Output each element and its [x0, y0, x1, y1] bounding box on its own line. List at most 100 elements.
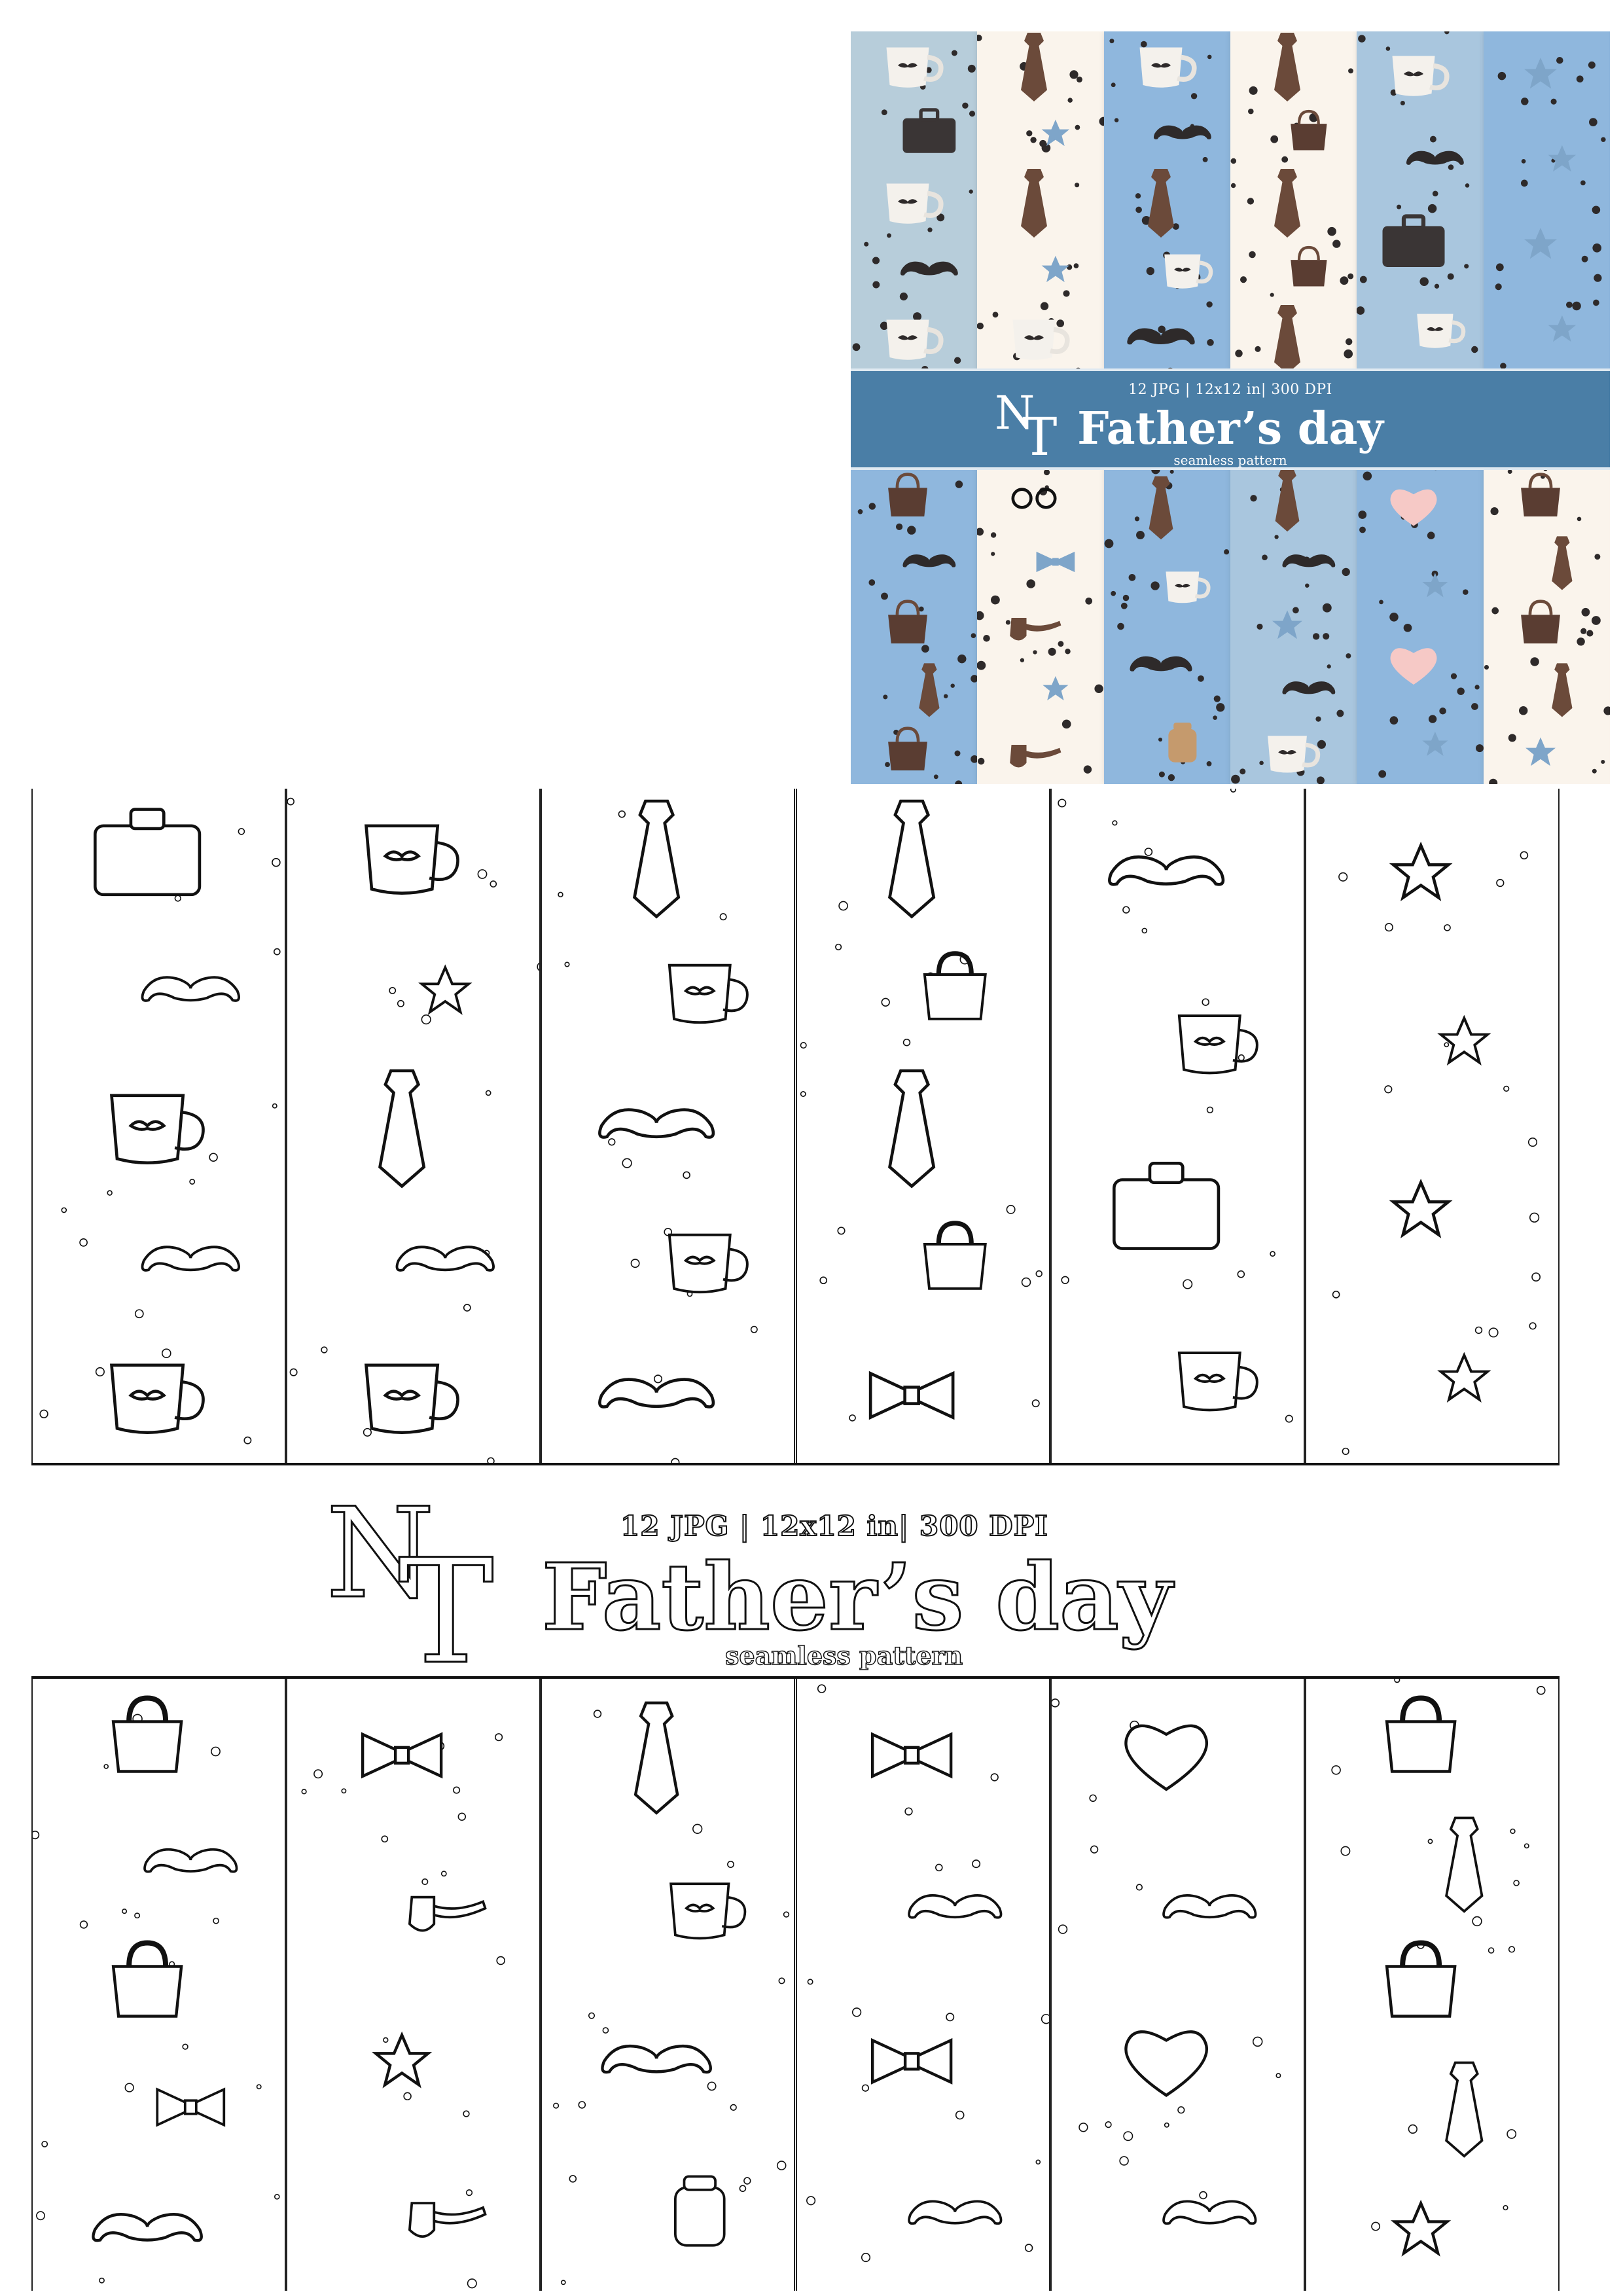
confetti-dot — [1586, 630, 1594, 637]
confetti-dot — [1471, 346, 1478, 353]
confetti-dot — [1237, 1270, 1245, 1278]
mustache-icon — [902, 554, 956, 567]
confetti-dot — [1122, 594, 1129, 601]
confetti-dot — [848, 1414, 856, 1422]
confetti-dot — [1332, 1291, 1340, 1299]
outline-pattern-strip-2 — [286, 789, 541, 1463]
confetti-dot — [1472, 1916, 1482, 1927]
confetti-dot — [1120, 602, 1128, 609]
confetti-dot — [887, 233, 891, 238]
confetti-dot — [921, 645, 929, 653]
confetti-dot — [1285, 1414, 1293, 1423]
confetti-dot — [861, 2084, 869, 2092]
confetti-dot — [1513, 1880, 1520, 1886]
confetti-dot — [800, 1042, 807, 1049]
confetti-dot — [1358, 511, 1367, 519]
confetti-dot — [957, 655, 967, 664]
confetti-dot — [692, 1823, 703, 1834]
confetti-dot — [1020, 658, 1025, 662]
outline-pattern-strip-4 — [795, 789, 1050, 1463]
confetti-dot — [977, 660, 986, 670]
confetti-dot — [103, 1764, 109, 1769]
confetti-dot — [817, 1684, 826, 1693]
star-icon — [1436, 1352, 1491, 1403]
confetti-dot — [977, 611, 984, 620]
confetti-dot — [1089, 1794, 1097, 1803]
confetti-dot — [1359, 526, 1366, 533]
confetti-dot — [1075, 124, 1080, 130]
confetti-dot — [1135, 1884, 1143, 1891]
confetti-dot — [1140, 41, 1147, 48]
confetti-dot — [274, 2193, 280, 2200]
confetti-dot — [1508, 1946, 1515, 1953]
tie-icon — [887, 799, 935, 919]
confetti-dot — [971, 755, 978, 763]
confetti-dot — [41, 2140, 48, 2147]
confetti-dot — [1594, 554, 1601, 560]
confetti-dot — [1530, 657, 1539, 666]
confetti-dot — [1400, 100, 1406, 106]
confetti-dot — [99, 2277, 105, 2284]
confetti-dot — [902, 1038, 910, 1047]
confetti-dot — [1198, 2191, 1207, 2200]
confetti-dot — [1577, 516, 1581, 522]
confetti-dot — [1357, 306, 1365, 315]
confetti-dot — [1084, 765, 1092, 774]
confetti-dot — [124, 2083, 134, 2092]
mustache-icon — [395, 1246, 495, 1272]
confetti-dot — [1026, 130, 1033, 137]
pattern-strip-1 — [851, 467, 979, 784]
svg-text:N: N — [326, 1485, 435, 1626]
glasses-icon — [1011, 488, 1057, 509]
confetti-dot — [852, 343, 861, 351]
confetti-dot — [1197, 675, 1204, 682]
confetti-dot — [1443, 924, 1451, 931]
confetti-dot — [1235, 350, 1243, 357]
confetti-dot — [1383, 1085, 1393, 1094]
confetti-dot — [1394, 1679, 1400, 1683]
confetti-dot — [1259, 761, 1264, 765]
bowtie-icon — [870, 2037, 952, 2085]
jar-icon — [674, 2175, 726, 2247]
bowtie-icon — [870, 1732, 952, 1779]
confetti-dot — [95, 1367, 105, 1376]
confetti-dot — [1061, 1276, 1069, 1284]
confetti-dot — [1521, 159, 1526, 164]
confetti-dot — [1603, 706, 1610, 715]
pattern-strip-6 — [1483, 31, 1610, 372]
pipe-icon — [1010, 618, 1061, 641]
bag-icon — [111, 1940, 183, 2018]
confetti-dot — [1448, 273, 1455, 280]
bag-icon — [1520, 600, 1560, 644]
confetti-dot — [739, 2185, 747, 2193]
confetti-dot — [1347, 273, 1354, 279]
confetti-dot — [1499, 363, 1507, 369]
confetti-dot — [1230, 789, 1236, 793]
confetti-dot — [899, 292, 908, 301]
confetti-dot — [1342, 1447, 1349, 1455]
confetti-dot — [1249, 251, 1256, 259]
nt-outline-logo: N T — [325, 1485, 495, 1668]
tie-icon — [1147, 169, 1174, 238]
confetti-dot — [1444, 31, 1450, 35]
confetti-dot — [1327, 226, 1336, 236]
confetti-dot — [1419, 277, 1429, 286]
confetti-dot — [1065, 649, 1071, 655]
confetti-dot — [991, 532, 997, 538]
bag-icon — [923, 1221, 987, 1290]
outline-pattern-strip-6 — [1304, 1679, 1560, 2291]
confetti-dot — [1021, 1277, 1031, 1287]
confetti-dot — [1144, 848, 1152, 856]
confetti-dot — [907, 526, 916, 535]
confetti-dot — [969, 111, 976, 117]
confetti-dot — [1429, 715, 1437, 723]
outline-pattern-strip-3 — [541, 789, 796, 1463]
confetti-dot — [1041, 302, 1049, 310]
confetti-dot — [1094, 684, 1104, 693]
confetti-dot — [834, 943, 842, 950]
confetti-dot — [881, 997, 890, 1007]
confetti-dot — [977, 528, 984, 536]
confetti-dot — [1312, 633, 1320, 640]
confetti-dot — [971, 633, 976, 639]
confetti-dot — [1360, 276, 1368, 283]
